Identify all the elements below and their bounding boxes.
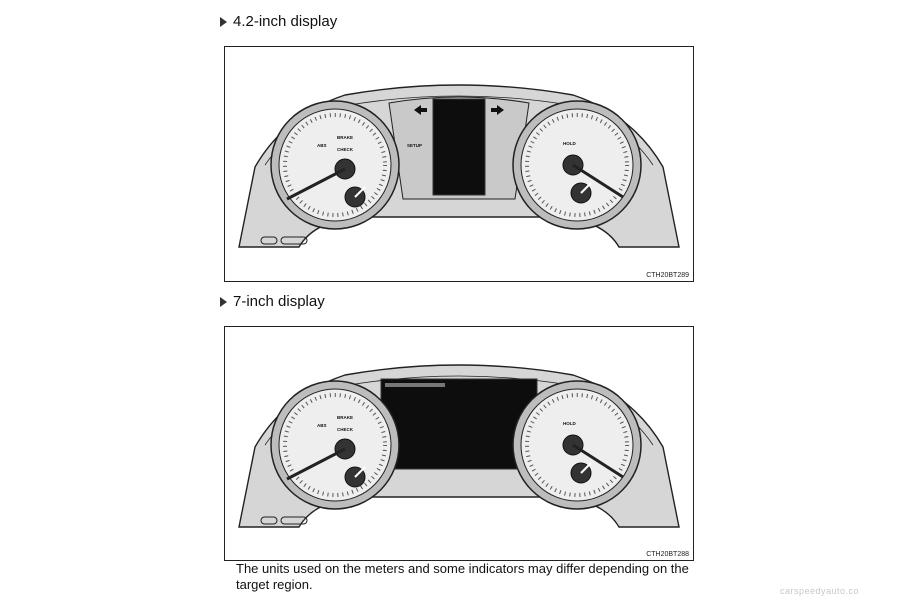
speedometer-gauge: BRAKE ABS CHECK: [270, 100, 400, 230]
figure-4-2-inch-cluster: SETUP BRAKE ABS CHECK HOLD: [224, 46, 694, 282]
bullet-triangle-icon: [220, 296, 227, 307]
section-heading-text: 7-inch display: [233, 293, 325, 310]
cluster-illustration-4-2: SETUP BRAKE ABS CHECK HOLD: [238, 84, 680, 248]
trip-button-icon: [280, 236, 308, 245]
odometer-button-icon: [260, 236, 278, 245]
hold-indicator-label: HOLD: [563, 141, 576, 146]
speedometer-gauge: BRAKE ABS CHECK: [270, 380, 400, 510]
multi-info-display: [432, 98, 486, 196]
check-indicator-label: CHECK: [337, 427, 354, 432]
odometer-button-icon: [260, 516, 278, 525]
trip-button-icon: [280, 516, 308, 525]
figure-code: CTH20BT288: [646, 551, 689, 558]
tachometer-gauge: HOLD: [512, 380, 642, 510]
abs-indicator-label: ABS: [317, 423, 327, 428]
figure-code: CTH20BT289: [646, 272, 689, 279]
tachometer-gauge: HOLD: [512, 100, 642, 230]
status-icons-row: [385, 383, 445, 387]
turn-left-arrow-icon: [414, 105, 427, 115]
section-heading-7-inch: 7-inch display: [220, 293, 325, 310]
watermark: carspeedyauto.co: [780, 586, 860, 596]
abs-indicator-label: ABS: [317, 143, 327, 148]
brake-indicator-label: BRAKE: [337, 135, 353, 140]
check-indicator-label: CHECK: [337, 147, 354, 152]
section-heading-text: 4.2-inch display: [233, 13, 338, 30]
setup-label: SETUP: [407, 143, 422, 148]
multi-info-display-large: [380, 378, 538, 470]
caption-note: The units used on the meters and some in…: [236, 561, 689, 592]
turn-right-arrow-icon: [491, 105, 504, 115]
hold-indicator-label: HOLD: [563, 421, 576, 426]
section-heading-4-2-inch: 4.2-inch display: [220, 13, 337, 30]
brake-indicator-label: BRAKE: [337, 415, 353, 420]
bullet-triangle-icon: [220, 16, 227, 27]
figure-7-inch-cluster: BRAKE ABS CHECK HOLD CTH20BT288: [224, 326, 694, 561]
cluster-illustration-7: BRAKE ABS CHECK HOLD: [238, 364, 680, 528]
